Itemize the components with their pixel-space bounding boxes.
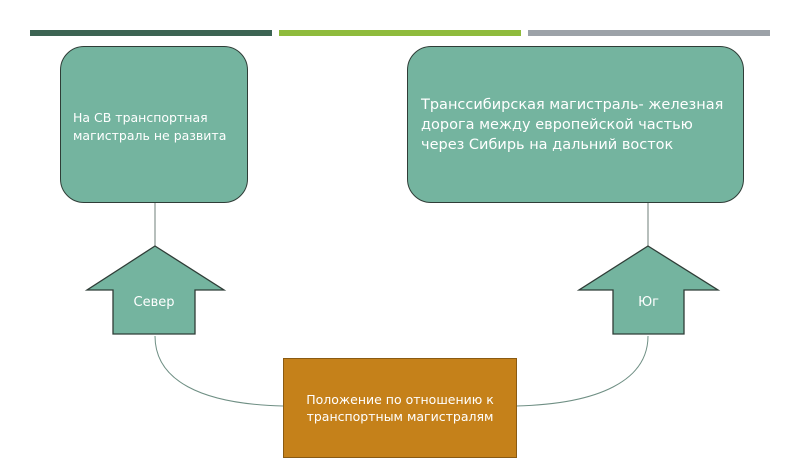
north-info-box: На СВ транспортная магистраль не развита [60, 46, 248, 203]
south-info-text: Транссибирская магистраль- железная доро… [421, 97, 724, 153]
south-arrow-shape [576, 245, 721, 335]
header-bar-dark-green [30, 30, 272, 36]
center-box: Положение по отношению к транспортным ма… [283, 358, 517, 458]
south-arrow-label: Юг [638, 295, 659, 310]
header-bar-gray [528, 30, 770, 36]
curve-to-south [515, 335, 649, 407]
center-text: Положение по отношению к транспортным ма… [306, 392, 494, 424]
header-bar-lime [279, 30, 521, 36]
north-info-text: На СВ транспортная магистраль не развита [73, 110, 227, 143]
curve-to-north [154, 335, 284, 407]
north-arrow-shape [84, 245, 227, 335]
north-arrow-label: Север [133, 295, 175, 310]
south-info-box: Транссибирская магистраль- железная доро… [407, 46, 744, 203]
